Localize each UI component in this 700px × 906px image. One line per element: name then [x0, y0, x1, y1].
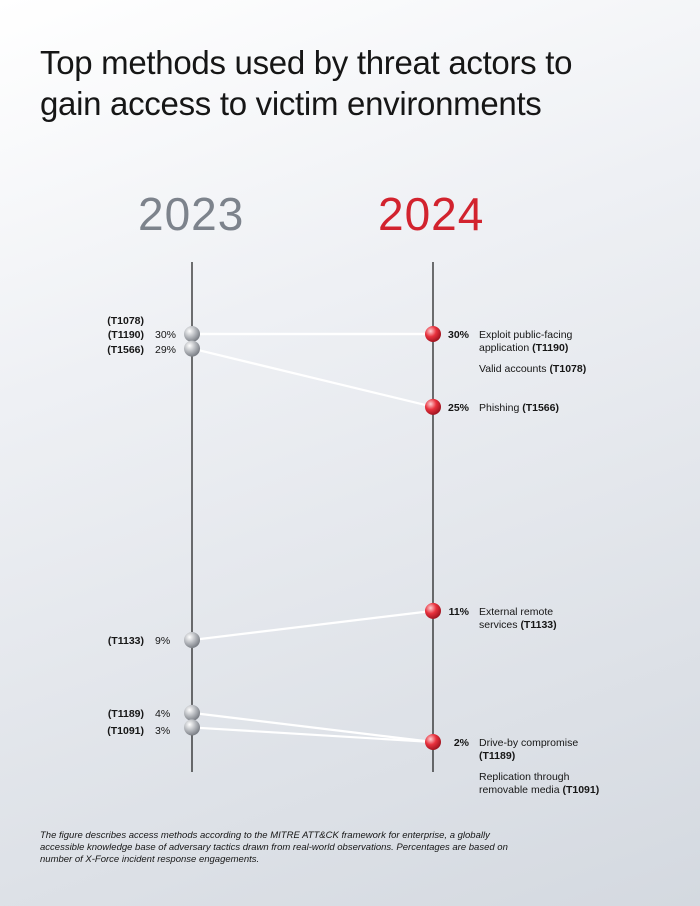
dot-2024-t1189: [425, 734, 441, 750]
right-series-label: (T1189): [479, 750, 515, 762]
right-pct-label: 30%: [448, 329, 470, 341]
footnote: The figure describes access methods acco…: [40, 830, 508, 865]
right-series-label: services (T1133): [479, 619, 557, 631]
connector-t1133: [191, 609, 434, 642]
dot-2023-t1190: [184, 326, 200, 342]
left-code-label: (T1189): [108, 708, 144, 720]
column-label-2024: 2024: [378, 188, 485, 240]
right-series-label: application (T1190): [479, 342, 568, 354]
right-series-label: Replication through: [479, 771, 570, 783]
dot-2024-t1566: [425, 398, 441, 415]
right-pct-label: 25%: [448, 402, 470, 414]
right-series-label: Drive-by compromise: [479, 737, 578, 749]
left-pct-label: 3%: [155, 725, 170, 737]
dot-2023-t1189: [184, 704, 200, 721]
left-code-label: (T1190): [108, 329, 144, 341]
right-series-label: Phishing (T1566): [479, 402, 559, 414]
connector-t1566: [191, 347, 434, 408]
right-series-label: External remote: [479, 606, 553, 618]
chart-title: Top methods used by threat actors to gai…: [40, 42, 660, 124]
left-pct-label: 9%: [155, 635, 170, 647]
connector-t1189: [191, 711, 434, 744]
right-series-label: Exploit public-facing: [479, 329, 573, 341]
dot-2023-t1133: [184, 632, 200, 648]
left-code-label: (T1091): [107, 725, 144, 737]
left-pct-label: 4%: [155, 708, 170, 720]
dot-2024-t1133: [425, 602, 441, 619]
right-series-label: removable media (T1091): [479, 784, 599, 796]
dot-2023-t1091: [184, 719, 200, 736]
chart-title-line-2: gain access to victim environments: [40, 85, 542, 122]
left-code-label: (T1133): [108, 635, 144, 647]
connector-t1091: [191, 726, 434, 744]
dot-2024-t1190: [425, 326, 441, 342]
left-pct-label: 30%: [155, 329, 176, 341]
column-label-2023: 2023: [138, 188, 245, 240]
chart-title-line-1: Top methods used by threat actors to: [40, 44, 573, 81]
right-pct-label: 2%: [454, 737, 470, 749]
dot-2023-t1566: [184, 340, 200, 357]
right-pct-label: 11%: [449, 606, 470, 618]
left-pct-label: 29%: [155, 344, 176, 356]
left-code-label: (T1078): [107, 315, 144, 327]
left-code-label: (T1566): [107, 344, 144, 356]
right-series-label: Valid accounts (T1078): [479, 363, 586, 375]
